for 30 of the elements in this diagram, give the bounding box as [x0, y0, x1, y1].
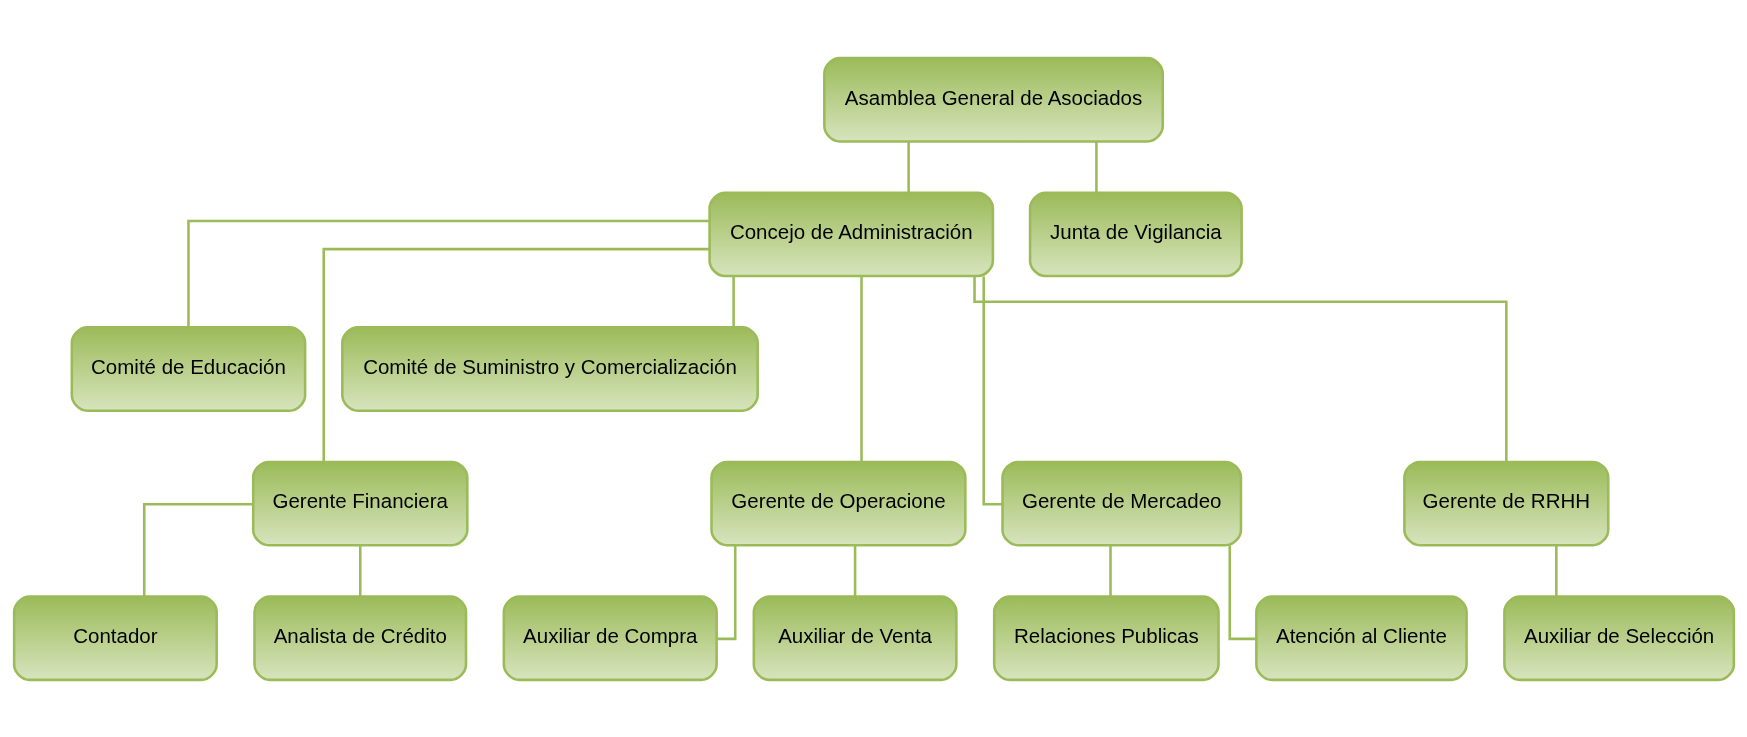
connector: [972, 275, 1508, 462]
connector: [906, 141, 910, 193]
node-box: Auxiliar de Venta: [752, 594, 958, 681]
node-box: Auxiliar de Compra: [502, 594, 718, 681]
connector: [731, 275, 735, 327]
node-box: Comité de Suministro y Comercialización: [340, 325, 759, 412]
node-box: Concejo de Administración: [707, 190, 994, 277]
connector: [853, 544, 856, 596]
node-box: Relaciones Publicas: [992, 594, 1220, 681]
node-box: Gerente de RRHH: [1402, 460, 1609, 547]
connector: [1108, 544, 1112, 596]
node-box: Analista de Crédito: [252, 594, 467, 681]
node-box: Contador: [12, 594, 218, 681]
connector: [716, 544, 736, 640]
node-box: Comité de Educación: [70, 325, 306, 412]
node-box: Gerente de Operacione: [709, 460, 967, 547]
connector: [1554, 544, 1558, 596]
node-box: Gerente de Mercadeo: [1000, 460, 1242, 547]
connector: [981, 276, 1002, 506]
connector: [186, 219, 709, 327]
connector: [859, 275, 863, 462]
node-box: Auxiliar de Selección: [1502, 594, 1735, 681]
connector: [321, 247, 710, 462]
connector: [1094, 141, 1098, 193]
connector: [358, 544, 362, 596]
node-box: Junta de Vigilancia: [1028, 190, 1243, 277]
connector: [142, 502, 253, 596]
node-box: Gerente Financiera: [251, 460, 469, 547]
node-box: Asamblea General de Asociados: [822, 56, 1164, 143]
node-box: Atención al Cliente: [1254, 594, 1468, 681]
